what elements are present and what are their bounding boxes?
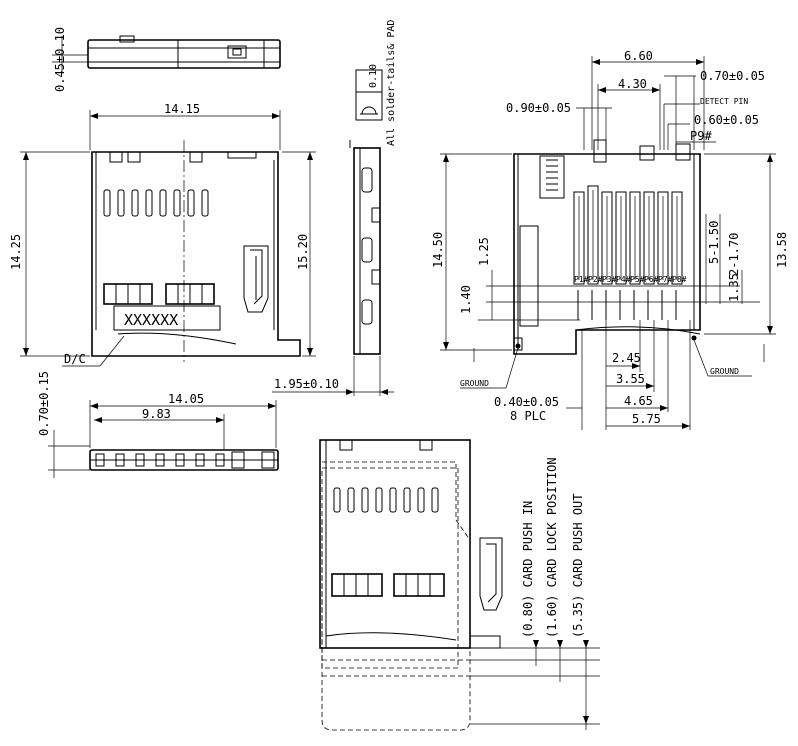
pin-label: P6# [644,275,659,284]
contact-strips [573,185,683,285]
dim-width-top: 14.15 [164,102,200,116]
dim-height-left: 14.25 [9,234,23,270]
detect-pin-label: DETECT PIN [700,97,748,106]
ground-left-label: GROUND [460,379,489,388]
dim-2-170: 2-1.70 [727,233,741,276]
bottom-pads [103,283,215,305]
card-push-in: (0.80) CARD PUSH IN [521,501,535,638]
dim-bottom-height: 0.70±0.15 [37,371,51,436]
dim-pad-width: 0.40±0.05 [494,395,559,409]
dim-bottom-inner: 9.83 [142,407,171,421]
dim-245: 2.45 [612,351,641,365]
dim-090: 0.90±0.05 [506,101,571,115]
dim-135: 1.35 [727,273,741,302]
card-push-out: (5.35) CARD PUSH OUT [571,494,585,639]
dim-465: 4.65 [624,394,653,408]
card-lock-position: (1.60) CARD LOCK POSITION [545,457,559,638]
top-side-view [52,35,281,72]
pin-label: P8# [672,275,687,284]
dim-070: 0.70±0.05 [700,69,765,83]
ground-right-label: GROUND [710,367,739,376]
pin-label: P4# [616,275,631,284]
dim-1450: 14.50 [431,232,445,268]
dim-top-thickness: 0.45±0.10 [53,27,67,92]
flatness-note: All solder-tails& PAD [386,20,397,146]
dc-label: D/C [64,352,86,366]
pin-label: P5# [630,275,645,284]
dim-5-150: 5-1.50 [707,221,721,264]
dim-bottom-width: 14.05 [168,392,204,406]
dim-125: 1.25 [477,237,491,266]
flatness-value: 0.10 [368,64,379,88]
main-front-view [20,110,316,367]
contact-slots [103,189,209,217]
dim-430: 4.30 [618,77,647,91]
dim-660: 6.60 [624,49,653,63]
pin-label: P1# [574,275,589,284]
pin-label: P3# [602,275,617,284]
pin-labels: P1# P2# P3# P4# P5# P6# P7# P8# [574,275,687,284]
side-view [272,69,394,396]
dim-height-inner: 15.20 [296,234,310,270]
dim-140: 1.40 [459,285,473,314]
pin-label: P2# [588,275,603,284]
dim-1358: 13.58 [775,232,789,268]
dim-355: 3.55 [616,372,645,386]
p9-label: P9# [690,129,712,143]
dim-575: 5.75 [632,412,661,426]
dim-060: 0.60±0.05 [694,113,759,127]
dim-side-offset: 1.95±0.10 [274,377,339,391]
pcb-layout-view [440,56,776,430]
card-position-view [319,439,600,731]
bottom-side-view [48,400,279,478]
pin-label: P7# [658,275,673,284]
dim-pad-count: 8 PLC [510,409,546,423]
marking-text: XXXXXX [124,311,178,329]
